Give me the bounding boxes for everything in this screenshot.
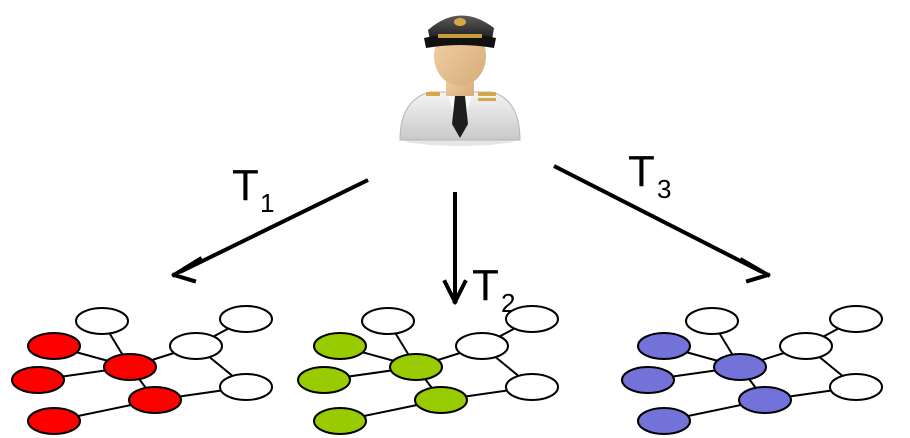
graph-node: [829, 305, 883, 333]
graph-node-highlighted: [11, 366, 65, 394]
graph-t1: [11, 305, 273, 435]
graph-node-highlighted: [738, 386, 792, 414]
graph-node-highlighted: [414, 386, 468, 414]
graph-node-highlighted: [27, 407, 81, 435]
graph-node-highlighted: [637, 332, 691, 360]
graph-node-highlighted: [621, 366, 675, 394]
graph-node-highlighted: [297, 366, 351, 394]
graph-node-highlighted: [27, 332, 81, 360]
arrows: [171, 164, 771, 305]
graph-node: [505, 305, 559, 333]
arrow-t3: [553, 164, 771, 284]
label-t3-letter: T: [628, 147, 655, 196]
graph-node: [455, 332, 509, 360]
graph-node: [219, 305, 273, 333]
label-t1: T 1: [232, 161, 274, 218]
graph-node: [169, 332, 223, 360]
graph-node-highlighted: [389, 353, 443, 381]
graph-t3: [621, 305, 883, 435]
graph-node: [219, 373, 273, 401]
graph-node-highlighted: [103, 353, 157, 381]
graph-node: [779, 332, 833, 360]
arrow-t1: [171, 178, 369, 284]
graph-node: [685, 307, 739, 335]
label-t3: T 3: [628, 147, 671, 204]
graph-node-highlighted: [128, 386, 182, 414]
graph-node-highlighted: [637, 407, 691, 435]
pilot-avatar-icon: [399, 15, 521, 146]
graph-node-highlighted: [713, 353, 767, 381]
label-t3-index: 3: [657, 174, 671, 204]
graph-node-highlighted: [313, 332, 367, 360]
graph-node: [829, 373, 883, 401]
label-t2: T 2: [472, 261, 515, 318]
graph-node-highlighted: [313, 407, 367, 435]
label-t2-letter: T: [472, 261, 499, 310]
graph-node: [505, 373, 559, 401]
arrow-t2: [442, 192, 468, 305]
graph-node: [75, 307, 129, 335]
graph-node: [361, 307, 415, 335]
label-t1-letter: T: [232, 161, 259, 210]
label-t1-index: 1: [260, 188, 274, 218]
graph-t2: [297, 305, 559, 435]
